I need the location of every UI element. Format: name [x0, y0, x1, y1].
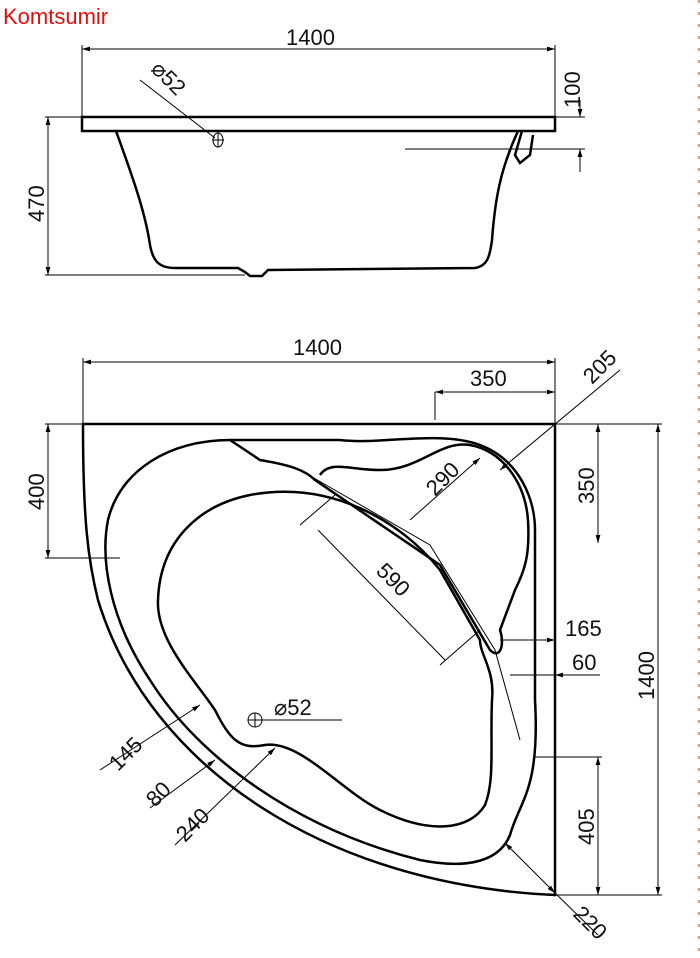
right-bottom-offset-label: 405: [574, 808, 599, 845]
plan-seat-edge: [299, 469, 521, 741]
right-top-offset-label: 350: [574, 467, 599, 504]
d240-label: 240: [171, 803, 215, 847]
corner-diagonal-label: 205: [578, 345, 622, 389]
side-width-label: 1400: [286, 25, 335, 50]
side-drain-icon: [212, 132, 224, 148]
inner-diagonal-label: 590: [371, 558, 415, 602]
d80-label: 80: [141, 777, 176, 812]
plan-drain-label: ⌀52: [274, 695, 312, 720]
plan-headrest: [229, 438, 530, 655]
page-edge-dashed-line: [698, 0, 700, 958]
rim-height-label: 100: [560, 71, 585, 108]
side-height-label: 470: [24, 185, 49, 222]
bottom-corner-label: 220: [568, 901, 612, 945]
side-body-outline: [114, 130, 520, 278]
plan-view: ⌀52 1400 350 205 400 350 290 590 165 60: [24, 335, 662, 944]
side-view: ⌀52 1400 100 470: [24, 25, 585, 278]
side-rim: [80, 115, 557, 133]
d145-label: 145: [104, 732, 148, 776]
plan-width-label: 1400: [293, 335, 342, 360]
plan-height-label: 1400: [634, 651, 659, 700]
left-offset-label: 400: [24, 473, 49, 510]
side-drain-label: ⌀52: [146, 56, 190, 100]
top-offset-label: 350: [470, 366, 507, 391]
side-handle: [513, 130, 535, 165]
plan-outer-outline: [81, 422, 557, 897]
brand-logo: Komtsumir: [3, 4, 109, 29]
rim-165-label: 165: [565, 616, 602, 641]
seat-depth-label: 290: [421, 457, 465, 501]
plan-basin: [156, 490, 494, 828]
plan-drain-icon: [247, 712, 342, 728]
rim-60-label: 60: [572, 650, 596, 675]
plan-rim-inner: [104, 436, 537, 866]
drain-leader: [139, 79, 216, 139]
